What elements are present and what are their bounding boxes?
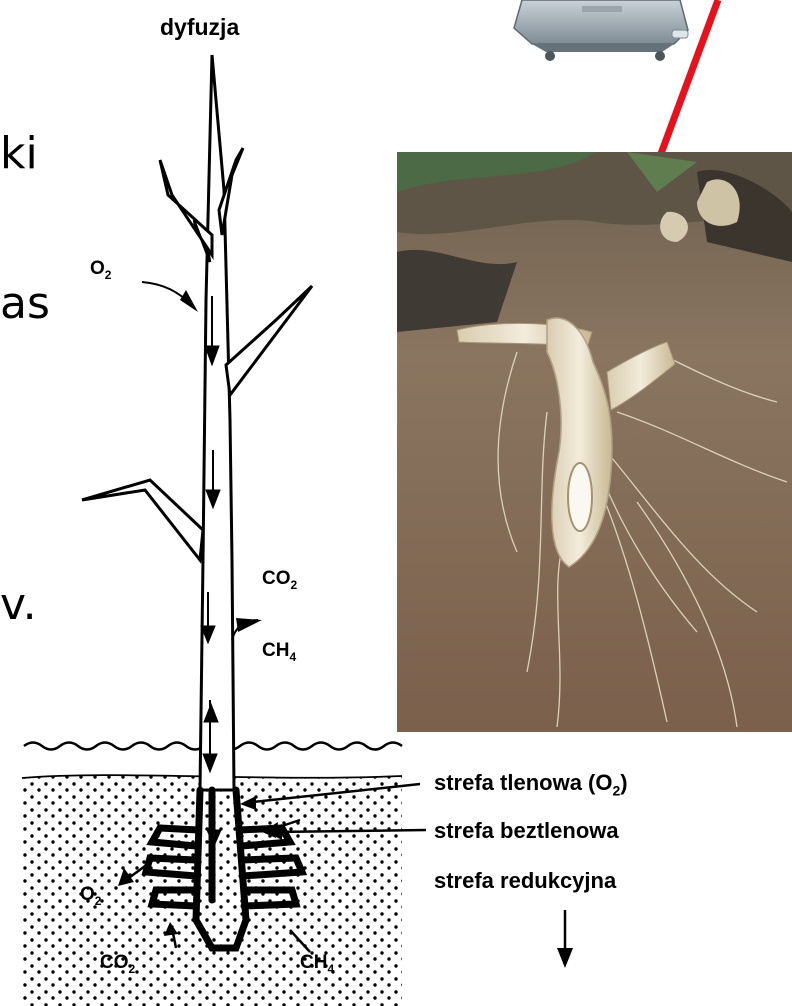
co2-label-root: CO2: [100, 952, 135, 976]
o2-label-root: O2: [80, 884, 101, 908]
ch4-label-stem: CH4: [262, 640, 296, 664]
plant-stem: [200, 55, 234, 790]
root-cross-section-photo: [397, 152, 792, 732]
ch4-label-root: CH4: [300, 952, 334, 976]
plant-leaf: [82, 480, 203, 560]
oxic-zone-label: strefa tlenowa (O2): [434, 770, 628, 798]
plant-leaf: [226, 286, 312, 395]
co2-label-stem: CO2: [262, 568, 297, 592]
anoxic-zone-label: strefa beztlenowa: [434, 818, 619, 844]
diffusion-label: dyfuzja: [160, 14, 239, 41]
reduction-zone-label: strefa redukcyjna: [434, 868, 616, 894]
o2-label-left: O2: [90, 258, 111, 282]
plant-leaf: [160, 160, 212, 255]
air-pump-device-image: [512, 0, 690, 62]
